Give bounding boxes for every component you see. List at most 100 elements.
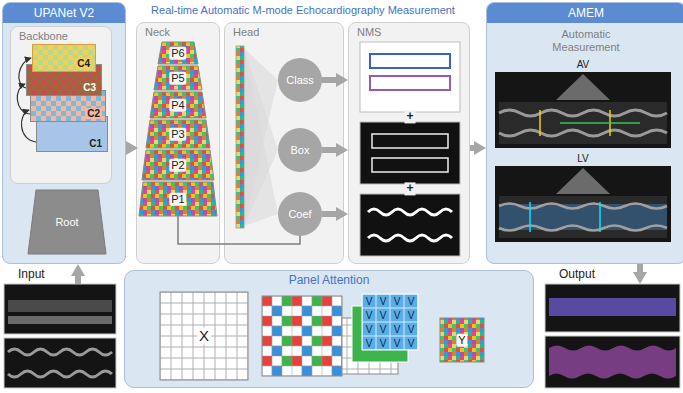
m-mode-strip [499, 196, 667, 238]
pyramid-level: P6 [158, 42, 198, 64]
output-map-image [440, 318, 484, 362]
wall-curve [368, 235, 452, 241]
feature-bar [236, 46, 244, 228]
head-branch-circle: Box [278, 128, 322, 172]
class-box [370, 54, 450, 68]
detected-band [549, 298, 676, 316]
panel-layer [362, 294, 418, 350]
echo-wave [499, 110, 667, 116]
measure-mark [609, 110, 611, 136]
flow-arrow [322, 211, 337, 217]
root-block: Root [28, 190, 106, 254]
value-cell: V [408, 338, 415, 349]
value-cell: V [408, 296, 415, 307]
output-echo [545, 336, 680, 388]
value-cell: V [408, 310, 415, 321]
head-fan [244, 48, 278, 226]
node-heading: P4 [169, 99, 186, 112]
node-heading: Output [559, 268, 595, 282]
node-heading: Head [233, 26, 259, 39]
m-mode-strip [499, 102, 667, 144]
pyramid-level-shape [150, 92, 206, 118]
echo-wave [8, 349, 112, 355]
flow-arrow [126, 145, 127, 151]
value-cell: V [394, 324, 401, 335]
echo-wave [8, 371, 112, 377]
pyramid-level: P5 [154, 66, 202, 90]
head-branch-circle-shape [278, 128, 322, 172]
pyramid-level-shape [146, 120, 210, 148]
value-cell: V [408, 324, 415, 335]
output-image: Output [545, 284, 680, 388]
measure-mark [599, 202, 601, 232]
input-echo [4, 338, 116, 388]
view-label: LV [575, 153, 591, 164]
head-branch-circle: Class [278, 58, 322, 102]
head-fan [244, 48, 278, 226]
node-heading: Class [286, 74, 314, 87]
attention-panel: XYPanel Attention [124, 270, 534, 388]
value-cell: V [366, 324, 373, 335]
node-heading: NMS [357, 26, 381, 39]
input-grid: X [160, 292, 248, 380]
node-heading: P3 [169, 128, 186, 141]
panel-layer [342, 318, 398, 374]
output-echo [545, 284, 680, 332]
node-heading: P2 [169, 159, 186, 172]
node-heading: Coef [288, 208, 311, 221]
detected-band [549, 346, 676, 379]
echo-band [8, 316, 112, 324]
box-outline [372, 134, 448, 148]
combine-sign: + [404, 110, 415, 123]
nms-card [360, 42, 460, 112]
input-grid-image [160, 292, 248, 380]
head-branch-circle-shape [278, 192, 322, 236]
value-cell: V [380, 310, 387, 321]
flow-arrow [470, 145, 475, 151]
flow-arrow [75, 275, 81, 284]
pyramid-level-shape [158, 42, 198, 64]
skip-arrow [21, 110, 36, 142]
pyramid-level-shape [139, 182, 217, 216]
pyramid-level: P2 [142, 150, 214, 180]
node-heading: Input [18, 268, 45, 282]
head-panel: ClassBoxCoef Head [224, 22, 344, 264]
echo-wave [499, 226, 667, 231]
echo-wave [499, 204, 667, 209]
flow-arrow [322, 77, 337, 83]
chamber-band [499, 204, 667, 230]
panel-split-grid [262, 296, 342, 376]
nms-panel: NMS [348, 22, 470, 264]
node-heading: Y [456, 334, 467, 347]
node-heading: Box [291, 144, 310, 157]
nms-card [360, 122, 460, 184]
echo-image [495, 72, 671, 148]
echo-image [495, 166, 671, 242]
output-map: Y [440, 318, 484, 362]
echo-sector [556, 168, 610, 194]
echo-sector [556, 74, 610, 100]
root-block-shape [28, 190, 106, 254]
pyramid-level-shape [142, 150, 214, 180]
input-image: Input [4, 284, 116, 388]
node-heading: C3 [81, 82, 98, 94]
measure-mark [560, 122, 640, 124]
node-heading: P6 [169, 47, 186, 60]
node-heading: Neck [145, 26, 170, 39]
measure-mark [529, 202, 531, 232]
node-heading: AMEM [487, 3, 683, 23]
node-heading: Root [55, 216, 78, 229]
value-cell: V [380, 338, 387, 349]
pyramid-level: P4 [150, 92, 206, 118]
skip-arrow [19, 58, 31, 88]
flow-arrow [322, 147, 337, 153]
backbone-box: C4C3C2C1Backbone [10, 26, 112, 184]
value-cell: V [394, 296, 401, 307]
head-fan [244, 48, 278, 226]
wall-curve [368, 209, 452, 215]
pyramid-level: P3 [146, 120, 210, 148]
value-cell: V [394, 338, 401, 349]
combine-sign: + [404, 182, 415, 195]
value-cell: V [380, 324, 387, 335]
